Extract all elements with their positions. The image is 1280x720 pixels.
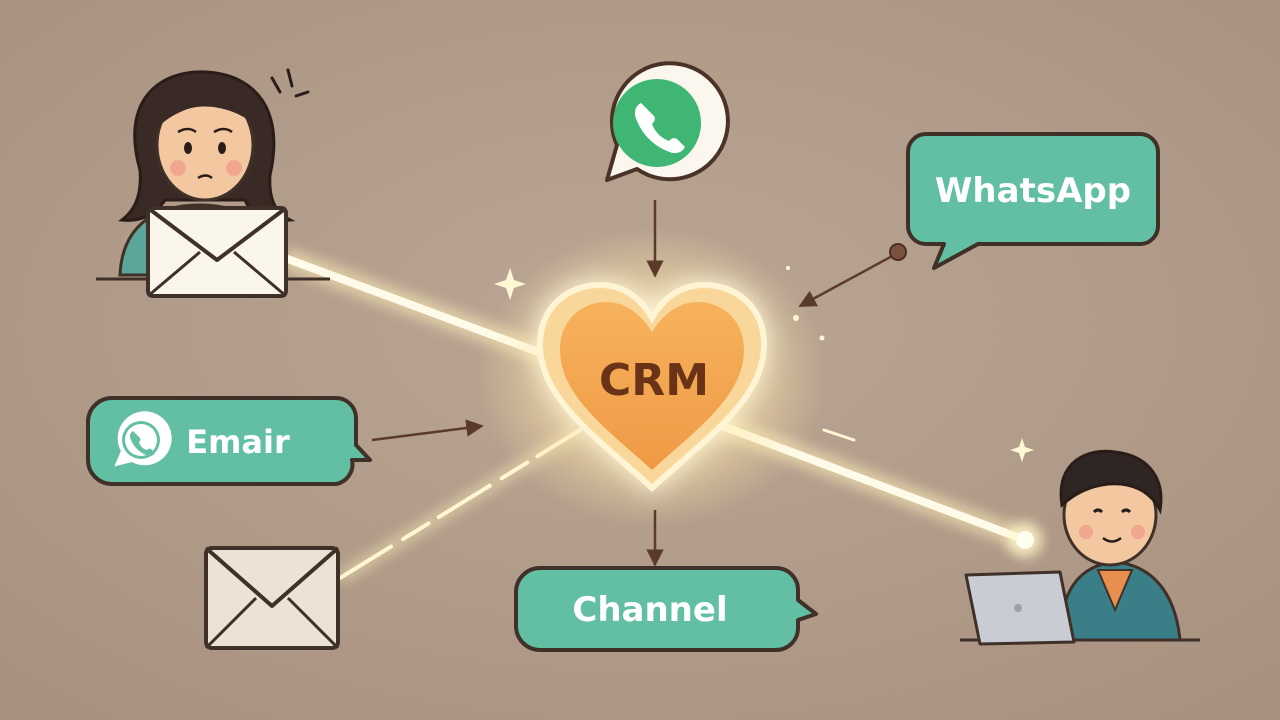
envelope-icon	[204, 546, 340, 650]
person-laptop	[960, 449, 1200, 646]
spark-dash	[822, 428, 856, 442]
whatsapp-icon	[605, 61, 730, 182]
whatsapp-icon	[114, 411, 172, 467]
bubble-emair-label: Emair	[186, 423, 290, 461]
bubble-whatsapp-label: WhatsApp	[935, 171, 1131, 211]
bubble-channel-label: Channel	[572, 590, 727, 630]
heart-icon	[534, 279, 770, 495]
envelope-icon	[146, 206, 288, 298]
arrow-whatsapp-to-heart	[798, 243, 907, 308]
arrow-emair-to-heart	[371, 419, 484, 442]
bubble-channel: Channel	[514, 566, 818, 652]
bubble-whatsapp: WhatsApp	[906, 132, 1160, 270]
bubble-emair: Emair	[86, 396, 372, 486]
sparkles	[494, 266, 1034, 462]
center-label: CRM	[599, 355, 709, 406]
laptop-icon	[964, 570, 1076, 646]
